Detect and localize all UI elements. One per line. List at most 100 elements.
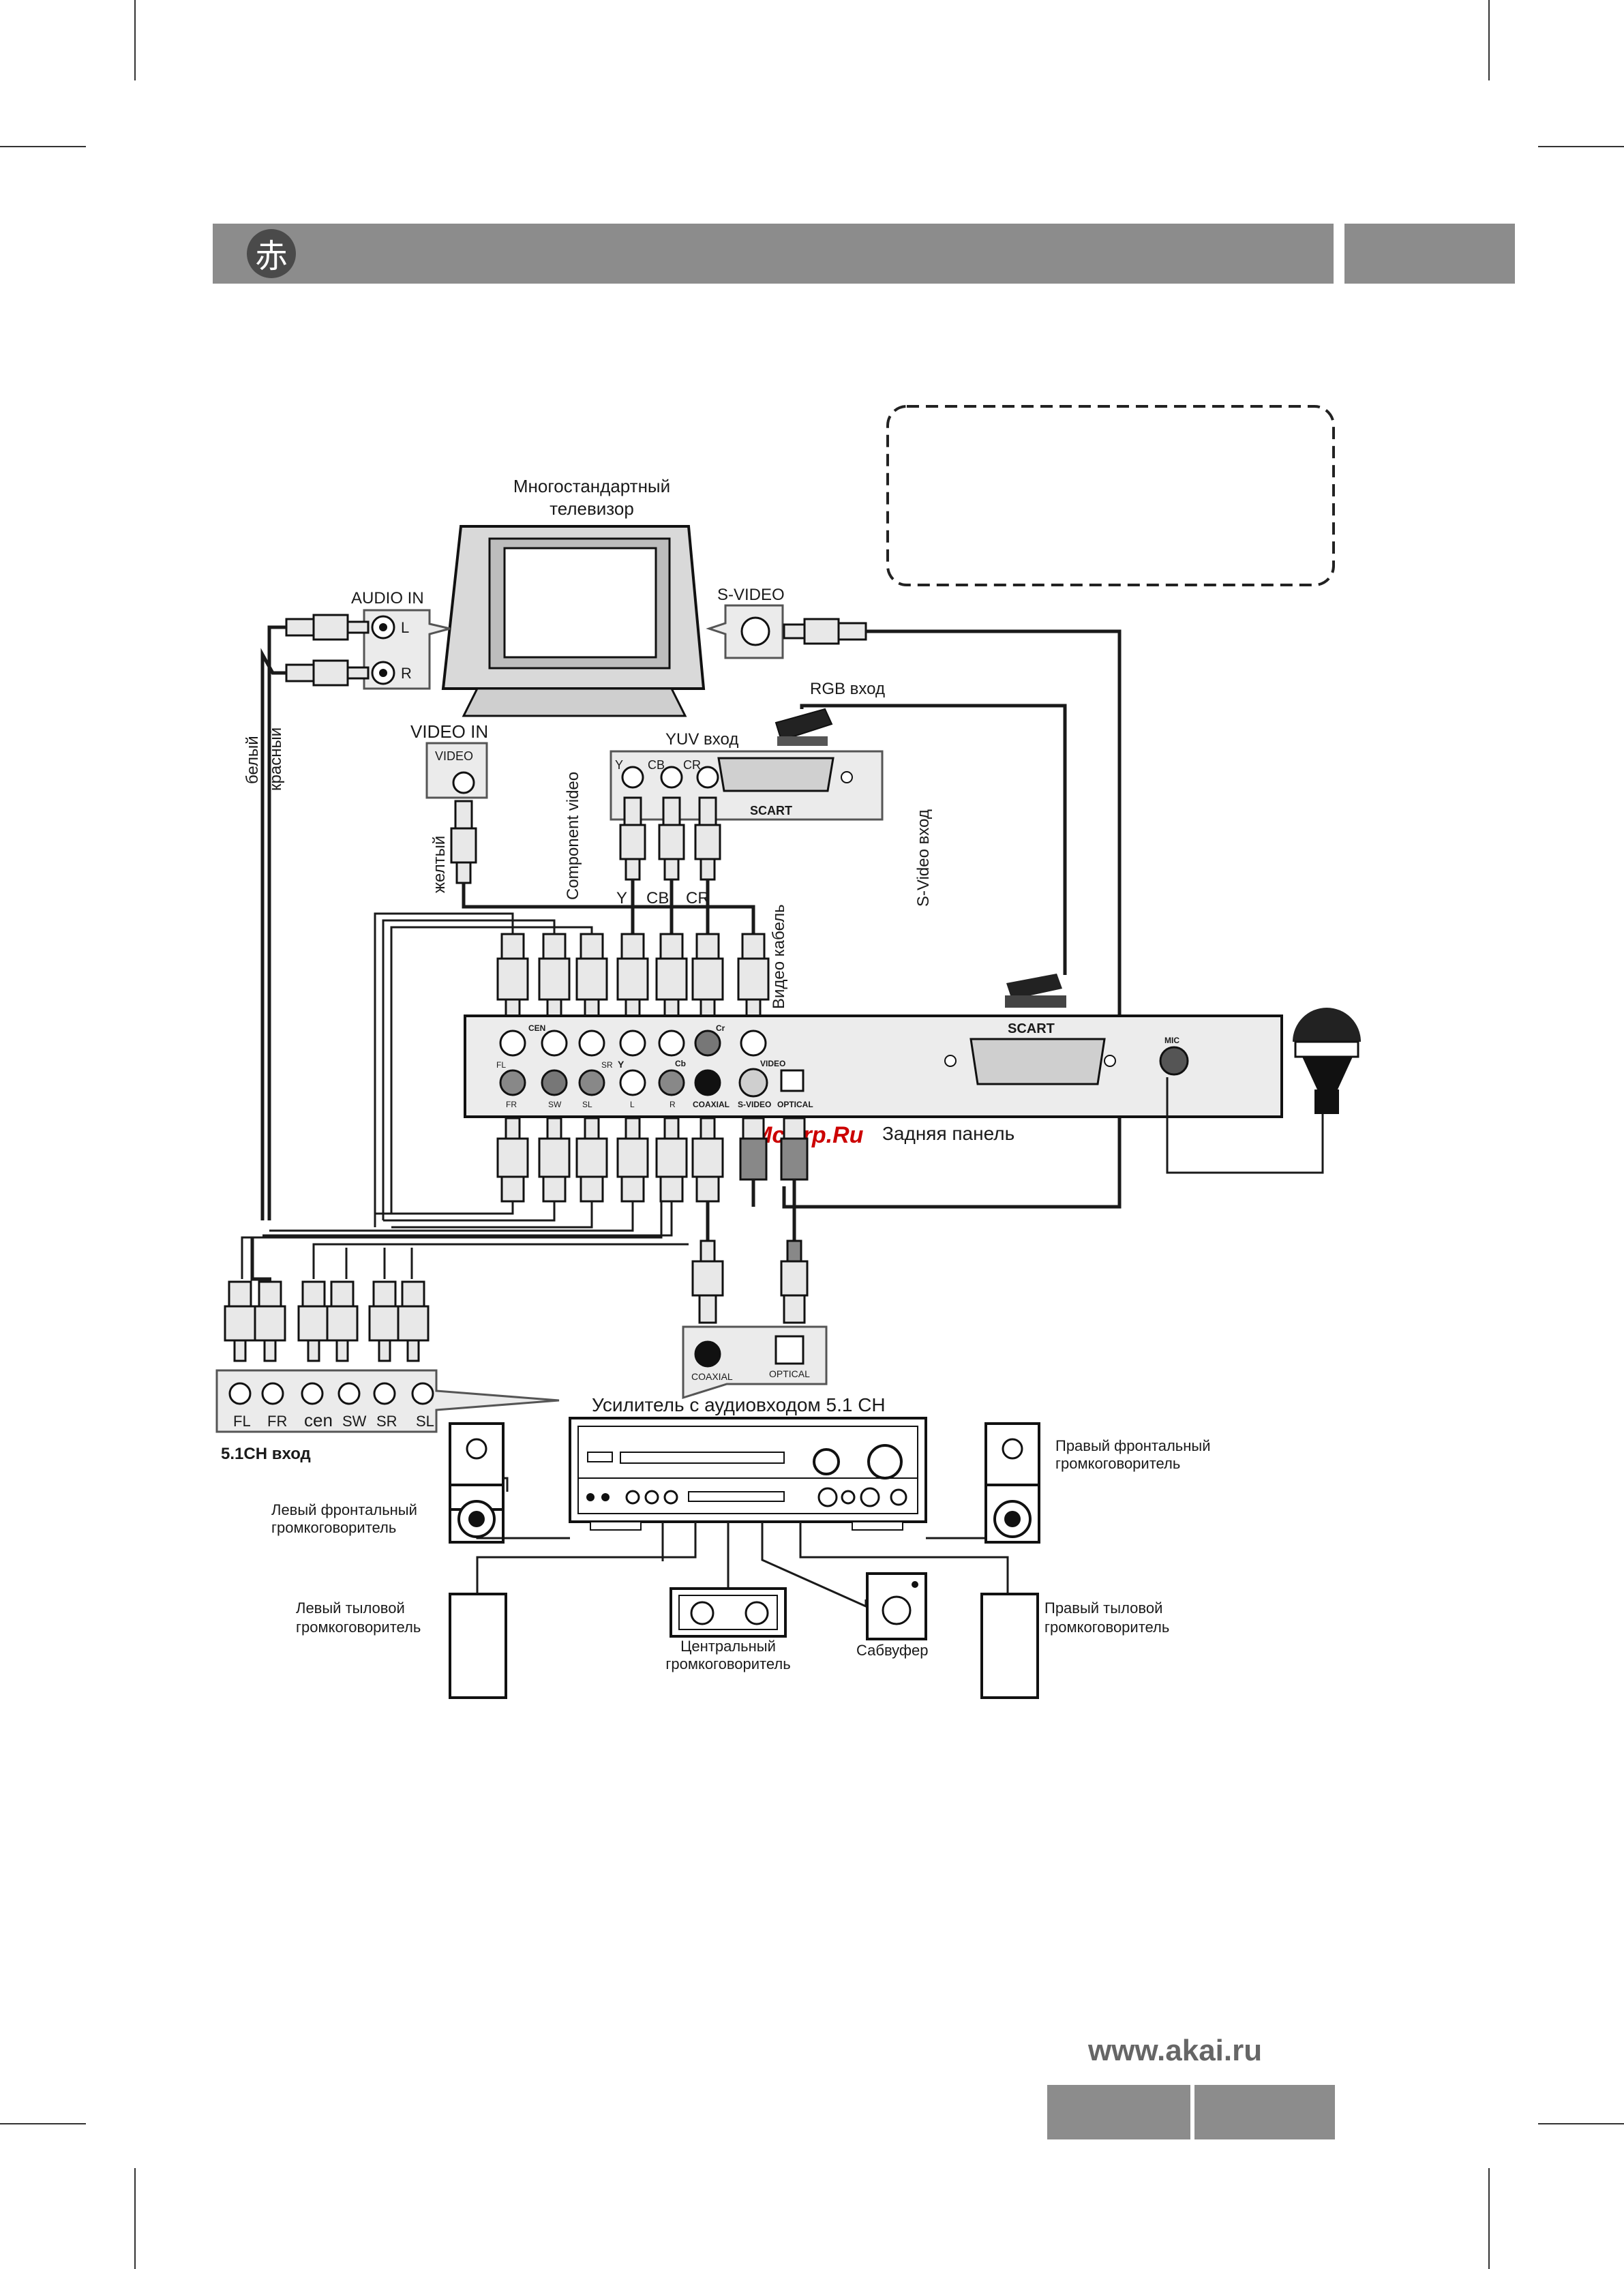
rear-optical-label: OPTICAL xyxy=(777,1100,813,1109)
svideo-plug-tv xyxy=(783,618,867,645)
footer-bar-right xyxy=(1194,2085,1335,2139)
tv-video-in-label: VIDEO IN xyxy=(410,721,488,742)
five-one-jacks xyxy=(228,1382,434,1405)
rear-plugs-bottom xyxy=(496,1117,809,1203)
video-plug-yellow xyxy=(450,800,477,884)
amp-coaxial-label: COAXIAL xyxy=(691,1371,733,1382)
microphone-icon xyxy=(1293,1008,1361,1114)
tv-y-jack xyxy=(621,766,644,789)
tv-cr-tag: CR xyxy=(683,758,701,772)
svideo-cable-tv xyxy=(782,629,1122,1209)
front-left-label-2: громкоговоритель xyxy=(271,1519,396,1536)
rear-left-speaker-icon xyxy=(449,1593,507,1699)
rear-panel xyxy=(464,1015,1283,1118)
rear-y-label: Y xyxy=(618,1059,625,1070)
tv-cb-tag: CB xyxy=(648,758,665,772)
tv-audio-in-label: AUDIO IN xyxy=(351,589,424,607)
amp-optical-label: OPTICAL xyxy=(769,1368,810,1379)
note-box xyxy=(886,405,1335,586)
tv-scart-screw xyxy=(841,771,853,783)
rear-cb-label: Cb xyxy=(675,1059,686,1068)
rear-r-label: R xyxy=(670,1100,676,1109)
footer-bar-left xyxy=(1047,2085,1190,2139)
five-one-plugs xyxy=(224,1280,430,1362)
tv-y-tag: Y xyxy=(615,758,623,772)
tv-yuv-in-label: YUV вход xyxy=(665,730,738,749)
center-label-2: громкоговоритель xyxy=(665,1655,790,1672)
rear-cr-label: Cr xyxy=(716,1023,725,1033)
logo-glyph: 赤 xyxy=(255,239,288,275)
logo-circle xyxy=(247,229,296,278)
rear-l-label: L xyxy=(630,1100,635,1109)
cable-yellow-label: желтый xyxy=(430,836,449,893)
scart-plug-rear xyxy=(1005,974,1066,1008)
tv-scart-tag: SCART xyxy=(750,804,792,817)
rear-svideo-label: S-VIDEO xyxy=(738,1100,771,1109)
five-one-label-sw: SW xyxy=(342,1413,367,1430)
rear-right-label-1: Правый тыловой xyxy=(1044,1599,1162,1617)
rear-left-label-2: громкоговоритель xyxy=(296,1619,421,1636)
rear-cen-label: CEN xyxy=(528,1023,545,1033)
component-plugs-top xyxy=(619,796,721,881)
front-right-label-1: Правый фронтальный xyxy=(1055,1437,1211,1454)
center-label-1: Центральный xyxy=(680,1638,776,1655)
audio-plug-white xyxy=(285,614,370,641)
rear-panel-label: Задняя панель xyxy=(882,1123,1014,1144)
five-one-label-cen: cen xyxy=(304,1410,333,1430)
subwoofer-label: Сабвуфер xyxy=(856,1642,929,1659)
tv-title-line1: Многостандартный xyxy=(513,476,670,496)
front-right-speaker-icon xyxy=(984,1422,1040,1544)
header-bar: 赤 xyxy=(213,224,1515,284)
tv-svideo-label: S-VIDEO xyxy=(717,586,785,604)
cable-y-label: Y xyxy=(616,889,627,907)
rear-scart-socket xyxy=(969,1038,1106,1085)
subwoofer-icon xyxy=(866,1572,927,1640)
rear-fr-label: FR xyxy=(506,1100,517,1109)
audio-plug-red xyxy=(285,659,370,687)
tv-scart-socket xyxy=(717,757,834,792)
five-one-title: 5.1CH вход xyxy=(221,1445,311,1463)
front-left-label-1: Левый фронтальный xyxy=(271,1501,417,1518)
cable-video-label: Видео кабель xyxy=(770,904,788,1009)
rear-mic-label: MIC xyxy=(1164,1036,1179,1045)
rear-sr-label: SR xyxy=(601,1060,613,1070)
tv-audio-r-label: R xyxy=(401,665,412,682)
rear-video-label: VIDEO xyxy=(760,1059,785,1068)
tv-svideo-jack xyxy=(740,616,770,646)
scart-plug-tv xyxy=(775,708,833,746)
front-right-label-2: громкоговоритель xyxy=(1055,1455,1180,1472)
cable-cr-label: CR xyxy=(686,889,710,907)
tv-set xyxy=(441,525,706,717)
rear-left-label-1: Левый тыловой xyxy=(296,1599,405,1617)
five-one-label-sl: SL xyxy=(416,1413,434,1430)
rear-plugs-top xyxy=(496,933,770,1021)
tv-video-tag: VIDEO xyxy=(435,749,473,763)
tv-cb-jack xyxy=(660,766,683,789)
amp-optical-jack xyxy=(775,1335,805,1365)
footer-url: www.akai.ru xyxy=(1087,2034,1262,2067)
tv-rgb-in-label: RGB вход xyxy=(810,680,885,698)
rear-sw-label: SW xyxy=(548,1100,562,1109)
cable-white-label: белый xyxy=(243,736,262,784)
rear-mic-jack xyxy=(1159,1046,1189,1076)
rear-scart-label: SCART xyxy=(1008,1021,1055,1036)
scart-cable xyxy=(800,704,1067,975)
rear-fl-label: FL xyxy=(496,1060,506,1070)
amp-coaxial-jack xyxy=(694,1340,721,1368)
five-one-label-fl: FL xyxy=(233,1413,251,1430)
rear-coaxial-label: COAXIAL xyxy=(693,1100,730,1109)
center-speaker-icon xyxy=(670,1587,787,1638)
rear-right-label-2: громкоговоритель xyxy=(1044,1619,1169,1636)
rear-sl-label: SL xyxy=(582,1100,592,1109)
tv-video-jack xyxy=(452,771,475,794)
audio-cable-white xyxy=(267,625,286,1220)
tv-title-line2: телевизор xyxy=(550,498,634,519)
amplifier-title: Усилитель с аудиовходом 5.1 CH xyxy=(592,1394,886,1415)
audio-cable-red xyxy=(260,648,286,1220)
video-cable-yellow xyxy=(462,883,755,934)
cable-component-label: Component video xyxy=(564,772,582,900)
rear-right-speaker-icon xyxy=(980,1593,1039,1699)
